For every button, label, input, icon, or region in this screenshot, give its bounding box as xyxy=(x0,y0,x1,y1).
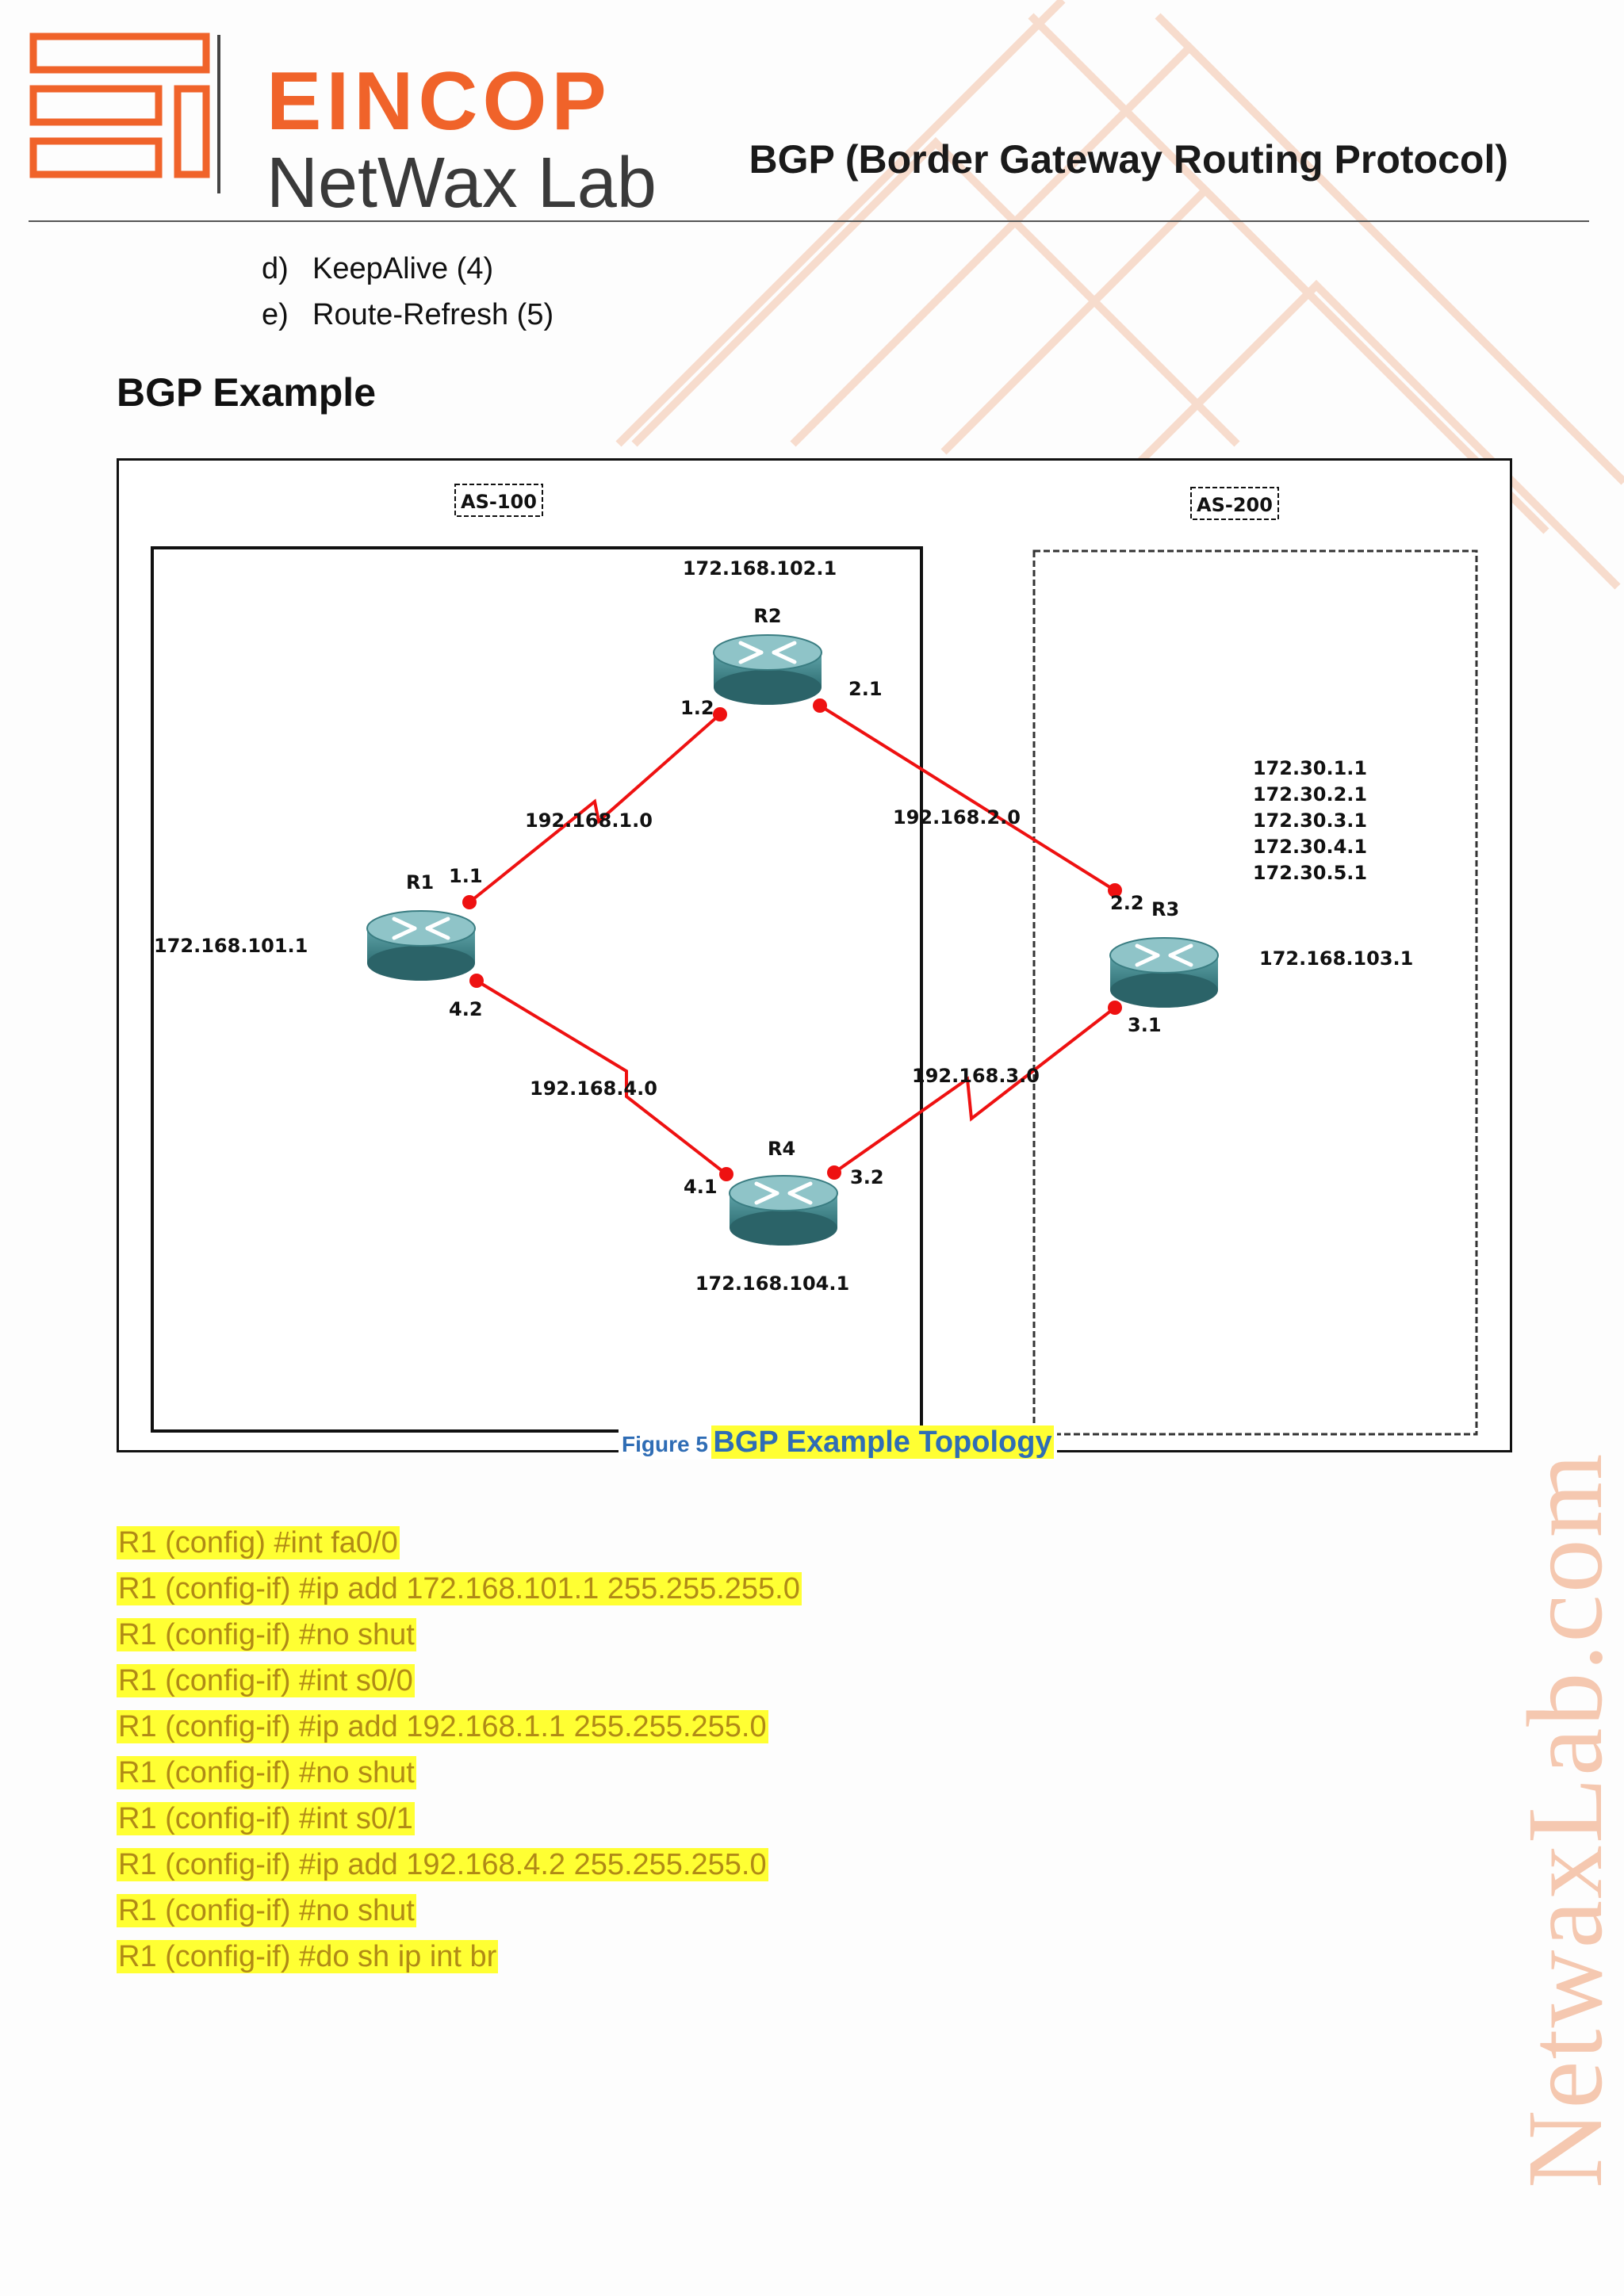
list-item: e)Route-Refresh (5) xyxy=(262,298,554,331)
r1-loopback-label: 172.168.101.1 xyxy=(154,935,308,957)
r4-if-label: 3.2 xyxy=(850,1166,884,1188)
code-line: R1 (config-if) #ip add 192.168.1.1 255.2… xyxy=(117,1710,768,1743)
r3-network-label: 172.30.3.1 xyxy=(1253,809,1367,832)
as200-box xyxy=(1032,549,1478,1436)
config-code-block: R1 (config) #int fa0/0 R1 (config-if) #i… xyxy=(117,1522,802,1982)
link-r4-r3 xyxy=(833,1006,1116,1174)
router-r4-icon xyxy=(730,1176,837,1246)
interface-dot xyxy=(719,1167,733,1181)
figure-caption: Figure 5 BGP Example Topology xyxy=(619,1425,1057,1460)
link-r2-r3 xyxy=(818,704,1116,892)
r3-if-label: 3.1 xyxy=(1128,1014,1162,1036)
document-title: BGP (Border Gateway Routing Protocol) xyxy=(749,137,1509,182)
code-line: R1 (config-if) #int s0/0 xyxy=(117,1664,415,1697)
caption-prefix: Figure 5 xyxy=(622,1432,708,1456)
link-label-r4-r3: 192.168.3.0 xyxy=(912,1065,1040,1087)
interface-dot xyxy=(1108,1001,1122,1015)
r1-name-label: R1 xyxy=(406,871,434,894)
r3-network-label: 172.30.4.1 xyxy=(1253,836,1367,858)
r3-if-label: 2.2 xyxy=(1110,892,1144,914)
as100-label: AS-100 xyxy=(461,491,537,513)
code-line: R1 (config) #int fa0/0 xyxy=(117,1526,400,1559)
as100-tag xyxy=(454,484,543,517)
code-line: R1 (config-if) #ip add 192.168.4.2 255.2… xyxy=(117,1848,768,1881)
as200-tag xyxy=(1190,487,1279,520)
r1-if-label: 1.1 xyxy=(449,865,483,887)
code-line: R1 (config-if) #do sh ip int br xyxy=(117,1940,499,1973)
router-r1-icon xyxy=(367,911,475,981)
link-r1-r4 xyxy=(475,979,728,1176)
code-line: R1 (config-if) #no shut xyxy=(117,1894,416,1927)
link-label-r2-r3: 192.168.2.0 xyxy=(893,806,1021,828)
interface-dot xyxy=(813,698,827,713)
r4-loopback-label: 172.168.104.1 xyxy=(695,1272,849,1295)
header-divider xyxy=(29,220,1589,222)
r3-name-label: R3 xyxy=(1151,898,1179,920)
section-heading: BGP Example xyxy=(117,370,377,415)
r3-network-label: 172.30.2.1 xyxy=(1253,783,1367,806)
interface-dot xyxy=(713,707,727,721)
r2-name-label: R2 xyxy=(753,605,781,627)
code-line: R1 (config-if) #no shut xyxy=(117,1618,416,1651)
as200-label: AS-200 xyxy=(1197,494,1273,516)
link-label-r1-r2: 192.168.1.0 xyxy=(525,809,653,832)
interface-dot xyxy=(827,1165,841,1180)
router-r3-icon xyxy=(1110,938,1218,1008)
code-line: R1 (config-if) #no shut xyxy=(117,1756,416,1789)
list-item: d)KeepAlive (4) xyxy=(262,252,494,285)
r3-network-label: 172.30.5.1 xyxy=(1253,862,1367,884)
brand-logo: EINCOP NetWax Lab xyxy=(29,29,663,219)
r4-if-label: 4.1 xyxy=(684,1176,718,1198)
interface-dot xyxy=(1108,883,1122,897)
message-type-list: d)KeepAlive (4) e)Route-Refresh (5) xyxy=(262,246,553,338)
as100-box xyxy=(151,546,923,1433)
interface-dot xyxy=(469,974,484,988)
interface-dot xyxy=(462,895,477,909)
r2-if-label: 1.2 xyxy=(680,697,714,719)
r2-if-label: 2.1 xyxy=(848,678,883,700)
r4-name-label: R4 xyxy=(768,1138,795,1160)
router-r2-icon xyxy=(714,635,822,705)
side-watermark: NetwaxLab.com xyxy=(1506,1452,1624,2188)
logo-mark-icon xyxy=(29,33,220,193)
caption-title: BGP Example Topology xyxy=(711,1425,1054,1459)
link-label-r1-r4: 192.168.4.0 xyxy=(530,1077,657,1100)
r3-network-label: 172.30.1.1 xyxy=(1253,757,1367,779)
link-r1-r2 xyxy=(468,713,722,904)
r1-if-label: 4.2 xyxy=(449,998,483,1020)
r3-loopback-label: 172.168.103.1 xyxy=(1259,947,1413,970)
code-line: R1 (config-if) #int s0/1 xyxy=(117,1802,415,1835)
brand-subtitle: NetWax Lab xyxy=(266,144,657,223)
code-line: R1 (config-if) #ip add 172.168.101.1 255… xyxy=(117,1572,802,1605)
r2-loopback-label: 172.168.102.1 xyxy=(683,557,837,580)
brand-name: EINCOP xyxy=(266,55,611,147)
topology-figure: AS-100 AS-200 172.168.102.1 xyxy=(117,458,1512,1452)
